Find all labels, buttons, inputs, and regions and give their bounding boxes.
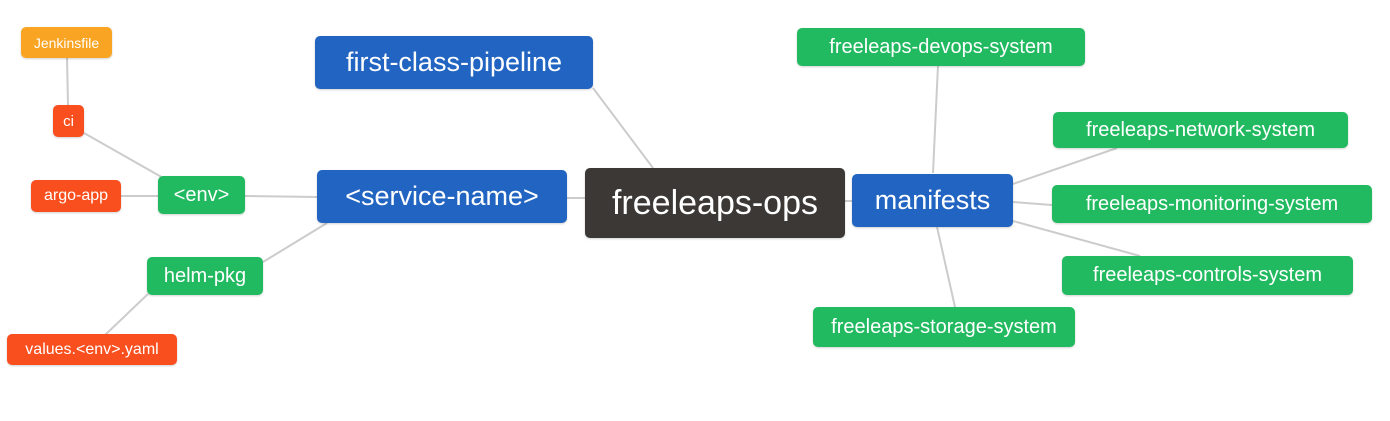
- edge-service-name-to-helm-pkg: [262, 222, 328, 263]
- edge-ci-to-env: [83, 132, 166, 180]
- node-ci[interactable]: ci: [53, 105, 84, 137]
- node-freeleaps-devops-system[interactable]: freeleaps-devops-system: [797, 28, 1085, 66]
- node-freeleaps-network-system[interactable]: freeleaps-network-system: [1053, 112, 1348, 148]
- edge-jenkinsfile-to-ci: [66, 57, 69, 106]
- edge-manifests-to-network-system: [1012, 147, 1118, 185]
- node-argo-app[interactable]: argo-app: [31, 180, 121, 212]
- edge-pipeline-to-root: [592, 87, 654, 169]
- node-first-class-pipeline[interactable]: first-class-pipeline: [315, 36, 593, 89]
- node-values-env-yaml[interactable]: values.<env>.yaml: [7, 334, 177, 365]
- node-freeleaps-controls-system[interactable]: freeleaps-controls-system: [1062, 256, 1353, 295]
- node-jenkinsfile[interactable]: Jenkinsfile: [21, 27, 112, 58]
- node-helm-pkg[interactable]: helm-pkg: [147, 257, 263, 295]
- edge-env-to-service-name: [244, 195, 318, 198]
- edge-helm-pkg-to-values: [104, 293, 149, 336]
- edge-manifests-to-storage-system: [936, 226, 956, 308]
- node-service-name[interactable]: <service-name>: [317, 170, 567, 223]
- edge-manifests-to-controls-system: [1012, 220, 1141, 257]
- node-freeleaps-ops[interactable]: freeleaps-ops: [585, 168, 845, 238]
- node-manifests[interactable]: manifests: [852, 174, 1013, 227]
- node-freeleaps-storage-system[interactable]: freeleaps-storage-system: [813, 307, 1075, 347]
- node-freeleaps-monitoring-system[interactable]: freeleaps-monitoring-system: [1052, 185, 1372, 223]
- edge-manifests-to-devops-system: [932, 64, 939, 174]
- node-env[interactable]: <env>: [158, 176, 245, 214]
- edge-manifests-to-monitoring-system: [1012, 201, 1053, 206]
